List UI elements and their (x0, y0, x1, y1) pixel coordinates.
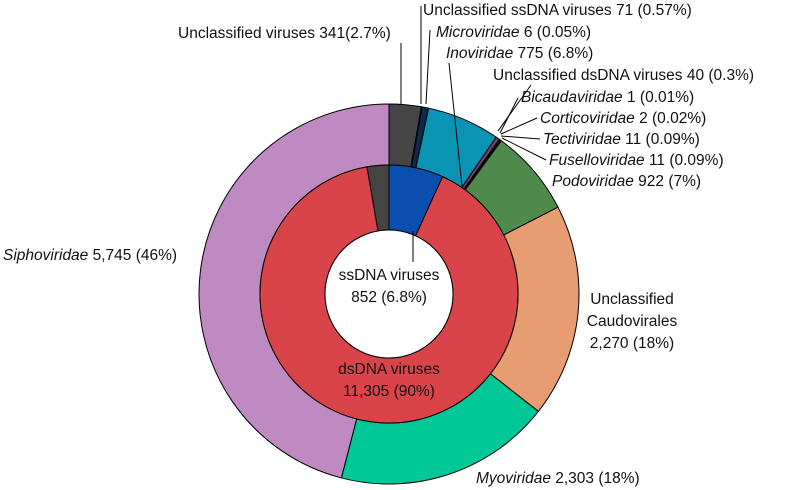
label-microviridae-value: 6 (0.05%) (520, 24, 592, 41)
label-podoviridae-name: Podoviridae (552, 173, 634, 190)
label-dsdna-line1: dsDNA viruses (338, 361, 440, 378)
label-siphoviridae: Siphoviridae 5,745 (46%) (3, 247, 177, 264)
label-unclassified-ssdna: Unclassified ssDNA viruses 71 (0.57%) (423, 2, 692, 19)
label-microviridae-name: Microviridae (436, 24, 520, 41)
inner-ring (259, 164, 519, 424)
label-caudovirales-line2: Caudovirales (587, 313, 678, 330)
label-ssdna-line1: ssDNA viruses (339, 267, 440, 284)
label-inoviridae: Inoviridae 775 (6.8%) (446, 45, 593, 62)
label-unclassified-viruses: Unclassified viruses 341(2.7%) (178, 25, 391, 42)
outer-ring (198, 103, 580, 485)
label-tectiviridae-name: Tectiviridae (543, 131, 621, 148)
label-fuselloviridae: Fuselloviridae 11 (0.09%) (549, 152, 724, 169)
label-myoviridae-name: Myoviridae (476, 470, 551, 487)
label-ssdna-line2: 852 (6.8%) (351, 289, 427, 306)
label-fuselloviridae-name: Fuselloviridae (549, 152, 645, 169)
leader-tectiviridae (500, 135, 541, 140)
label-bicaudaviridae-name: Bicaudaviridae (521, 89, 623, 106)
label-podoviridae: Podoviridae 922 (7%) (552, 173, 701, 190)
label-caudovirales-line1: Unclassified (590, 291, 674, 308)
label-myoviridae: Myoviridae 2,303 (18%) (476, 470, 640, 487)
leader-fuselloviridae (501, 137, 547, 161)
label-microviridae: Microviridae 6 (0.05%) (436, 24, 591, 41)
label-fuselloviridae-value: 11 (0.09%) (645, 152, 724, 169)
label-podoviridae-value: 922 (7%) (634, 173, 701, 190)
label-tectiviridae: Tectiviridae 11 (0.09%) (543, 131, 700, 148)
label-corticoviridae-value: 2 (0.02%) (635, 110, 707, 127)
label-siphoviridae-name: Siphoviridae (3, 247, 89, 264)
donut-hole (324, 229, 454, 359)
label-corticoviridae: Corticoviridae 2 (0.02%) (540, 110, 706, 127)
leader-inoviridae (448, 62, 463, 187)
label-dsdna-line2: 11,305 (90%) (343, 383, 435, 400)
label-inoviridae-name: Inoviridae (446, 45, 514, 62)
label-myoviridae-value: 2,303 (18%) (551, 470, 640, 487)
label-unclassified-dsdna: Unclassified dsDNA viruses 40 (0.3%) (493, 67, 754, 84)
leader-microviridae (425, 29, 431, 105)
label-tectiviridae-value: 11 (0.09%) (621, 131, 700, 148)
label-bicaudaviridae: Bicaudaviridae 1 (0.01%) (521, 89, 694, 106)
label-corticoviridae-name: Corticoviridae (540, 110, 635, 127)
label-inoviridae-value: 775 (6.8%) (513, 45, 593, 62)
leader-corticoviridae (500, 117, 538, 135)
leader-unclassified-dsdna (497, 84, 532, 132)
label-bicaudaviridae-value: 1 (0.01%) (623, 89, 695, 106)
label-caudovirales-line3: 2,270 (18%) (590, 335, 674, 352)
leader-lines (400, 6, 547, 262)
label-siphoviridae-value: 5,745 (46%) (88, 247, 177, 264)
leader-bicaudaviridae (499, 97, 519, 134)
